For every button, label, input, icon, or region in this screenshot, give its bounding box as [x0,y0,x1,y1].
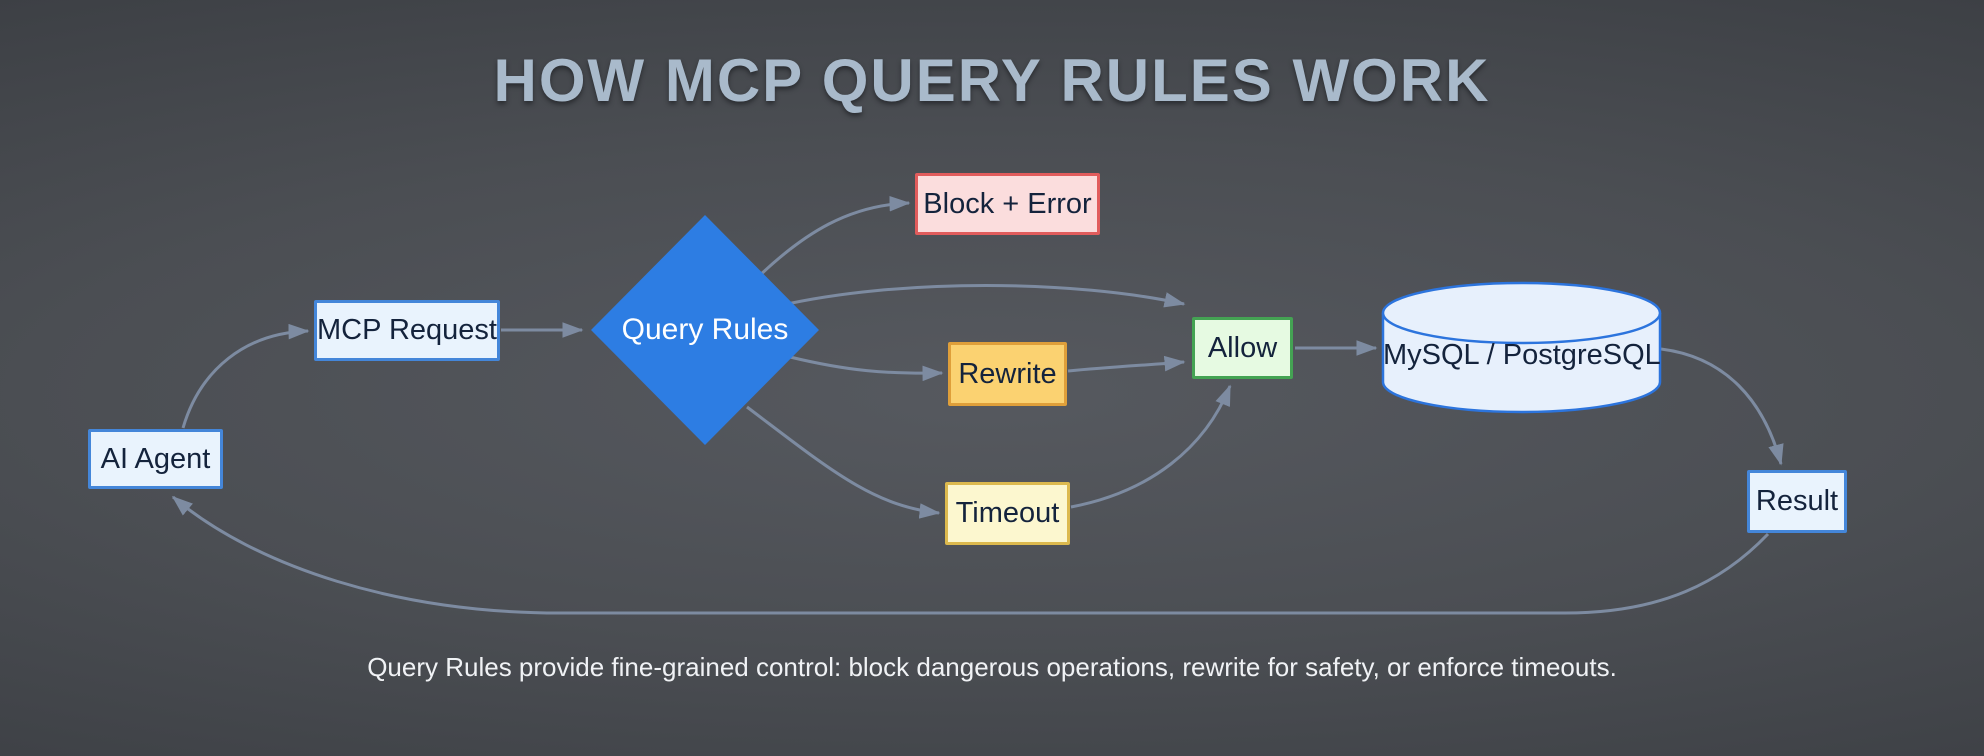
edge-timeout-to-allow [1070,384,1232,509]
edge-query-rules-to-rewrite [789,355,944,382]
node-ai-agent: AI Agent [88,429,223,489]
database-cylinder-top [1381,281,1662,345]
page-title: HOW MCP QUERY RULES WORK [493,47,1491,114]
node-allow: Allow [1192,317,1293,379]
node-result: Result [1747,470,1847,533]
database-cylinder-icon [1381,281,1662,414]
node-block-error-label: Block + Error [923,187,1092,220]
node-query-rules-label: Query Rules [621,313,789,346]
node-block-error: Block + Error [915,173,1100,235]
edge-result-to-ai-agent-loop [171,495,1770,615]
node-result-label: Result [1755,485,1839,517]
node-mcp-request-label: MCP Request [317,314,497,346]
query-rules-diamond [591,215,819,445]
node-timeout: Timeout [945,482,1070,545]
edge-ai-agent-to-mcp-request [181,323,310,429]
edge-query-rules-to-timeout [746,405,941,519]
diagram-caption: Query Rules provide fine-grained control… [367,652,1617,682]
node-database-label: MySQL / PostgreSQL [1383,339,1661,371]
node-rewrite: Rewrite [948,342,1067,406]
edge-query-rules-to-block-error [755,195,911,280]
node-timeout-label: Timeout [955,497,1060,529]
node-mcp-request: MCP Request [314,300,500,361]
edge-query-rules-to-allow [777,284,1186,308]
edge-database-to-result [1660,347,1784,466]
node-allow-label: Allow [1207,331,1278,364]
edge-rewrite-to-allow [1067,355,1186,373]
node-ai-agent-label: AI Agent [100,442,211,475]
node-rewrite-label: Rewrite [958,357,1057,390]
